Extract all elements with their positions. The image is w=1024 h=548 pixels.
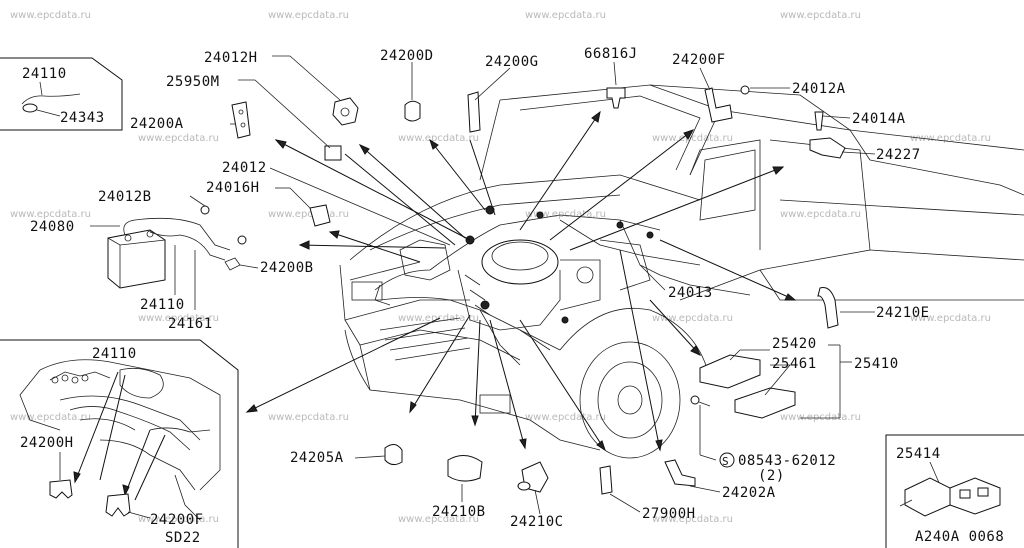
watermark: www.epcdata.ru	[910, 313, 991, 324]
label-08543-62012: 08543-62012	[738, 453, 836, 469]
label-24012A: 24012A	[792, 81, 846, 97]
label-24200H: 24200H	[20, 435, 74, 451]
label-25410: 25410	[854, 356, 899, 372]
label-66816J: 66816J	[584, 46, 638, 62]
label-24210C: 24210C	[510, 514, 564, 530]
parts	[107, 85, 846, 495]
label-24227: 24227	[876, 147, 921, 163]
label-24200F-inset: 24200F	[150, 512, 204, 528]
watermark: www.epcdata.ru	[138, 313, 219, 324]
label-25414: 25414	[896, 446, 941, 462]
watermark: www.epcdata.ru	[780, 412, 861, 423]
label-24016H: 24016H	[206, 180, 260, 196]
label-24210E: 24210E	[876, 305, 930, 321]
label-24161: 24161	[168, 316, 213, 332]
inset-top-left: 24110 24343	[0, 57, 123, 131]
watermark: www.epcdata.ru	[138, 514, 219, 525]
label-24013: 24013	[668, 285, 713, 301]
label-24012H: 24012H	[204, 50, 258, 66]
figure-code: A240A 0068	[915, 529, 1004, 545]
inset-bottom-left: 24110 24200H 24200F SD22	[0, 339, 239, 548]
label-24200F: 24200F	[672, 52, 726, 68]
label-24110-inset: 24110	[92, 346, 137, 362]
label-24080: 24080	[30, 219, 75, 235]
label-24205A: 24205A	[290, 450, 344, 466]
inset-bottom-right: 25414 A240A 0068	[885, 434, 1024, 548]
label-24343: 24343	[60, 110, 105, 126]
watermark: www.epcdata.ru	[525, 209, 606, 220]
label-25461: 25461	[772, 356, 817, 372]
watermark: www.epcdata.ru	[780, 209, 861, 220]
label-24210B: 24210B	[432, 504, 486, 520]
watermark: www.epcdata.ru	[10, 412, 91, 423]
label-24200D: 24200D	[380, 48, 434, 64]
watermark: www.epcdata.ru	[268, 209, 349, 220]
label-24202A: 24202A	[722, 485, 776, 501]
screw-marker-circle	[719, 452, 735, 468]
label-SD22: SD22	[165, 530, 201, 546]
label-25950M: 25950M	[166, 74, 220, 90]
label-24012: 24012	[222, 160, 267, 176]
watermark: www.epcdata.ru	[525, 10, 606, 21]
label-qty-2: (2)	[758, 468, 785, 484]
watermark: www.epcdata.ru	[652, 313, 733, 324]
watermark: www.epcdata.ru	[138, 133, 219, 144]
watermark: www.epcdata.ru	[910, 133, 991, 144]
screw-marker: S	[722, 455, 729, 468]
watermark: www.epcdata.ru	[398, 514, 479, 525]
watermark: www.epcdata.ru	[780, 10, 861, 21]
label-24200B: 24200B	[260, 260, 314, 276]
label-24200G: 24200G	[485, 54, 539, 70]
part-labels: 24012H 25950M 24200A 24200D 24200G 66816…	[30, 46, 930, 530]
watermark: www.epcdata.ru	[652, 514, 733, 525]
watermark: www.epcdata.ru	[268, 412, 349, 423]
leader-arrows	[245, 110, 797, 452]
callout-lines	[90, 55, 876, 515]
label-27900H: 27900H	[642, 506, 696, 522]
label-25420: 25420	[772, 336, 817, 352]
truck-body	[339, 84, 1024, 459]
watermark: www.epcdata.ru	[652, 133, 733, 144]
watermark: www.epcdata.ru	[10, 209, 91, 220]
watermark: www.epcdata.ru	[268, 10, 349, 21]
label-24200A: 24200A	[130, 116, 184, 132]
watermark: www.epcdata.ru	[398, 133, 479, 144]
label-24014A: 24014A	[852, 111, 906, 127]
label-24110: 24110	[22, 66, 67, 82]
label-24012B: 24012B	[98, 189, 152, 205]
label-24110: 24110	[140, 297, 185, 313]
watermark: www.epcdata.ru	[10, 10, 91, 21]
watermark: www.epcdata.ru	[525, 412, 606, 423]
